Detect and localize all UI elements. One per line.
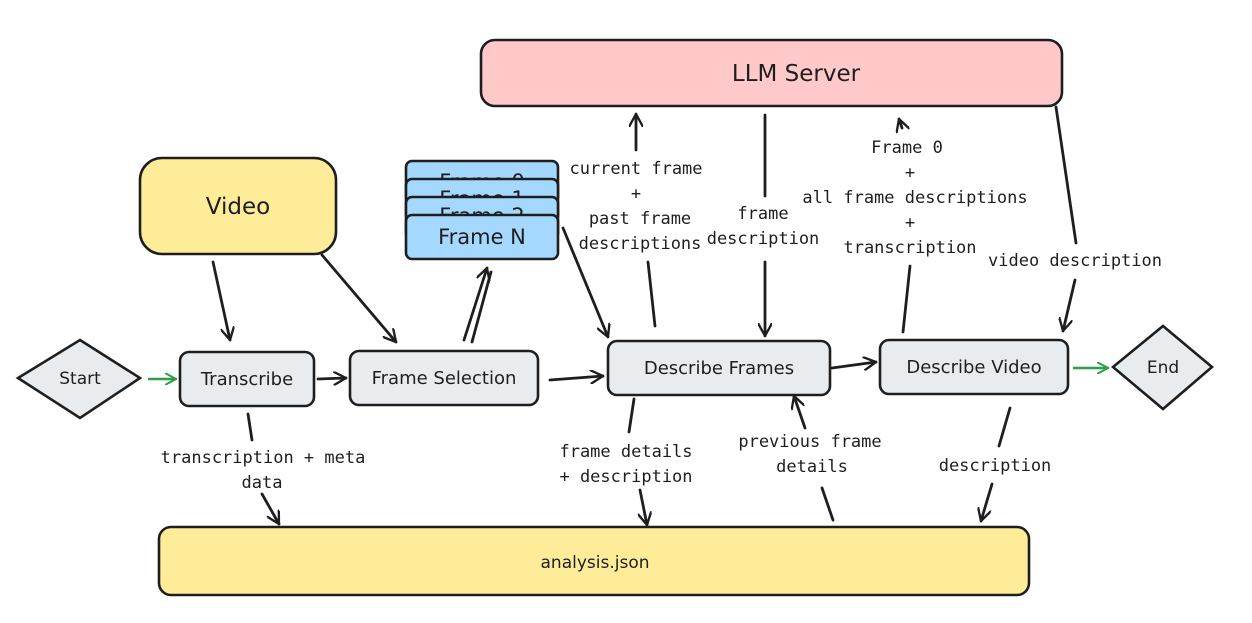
frame-n-card (404, 213, 560, 261)
edge-label-frames-to-analysis: frame details + description (559, 442, 692, 487)
start-node: Start (15, 338, 143, 420)
arrow-frames-to-describe-frames (561, 226, 608, 339)
describe-video-label: Describe Video (906, 357, 1041, 378)
arrow-llm-to-describe-video-lower (1063, 278, 1077, 333)
edge-label-line: + description (559, 467, 692, 487)
frame-stack: Frame 0 Frame 1 Frame 2 Frame N (404, 159, 560, 261)
end-label: End (1147, 358, 1179, 378)
transcribe-label: Transcribe (200, 369, 293, 390)
arrow-video-to-transcribe (211, 260, 230, 342)
frame-selection-label: Frame Selection (372, 368, 517, 389)
arrow-frame-selection-to-frames-second-line (470, 270, 493, 344)
video-label: Video (206, 194, 270, 220)
edge-label-line: previous frame (738, 432, 881, 452)
start-label: Start (59, 369, 101, 389)
analysis-json-node: analysis.json (157, 525, 1031, 597)
edge-label-line: past frame (589, 209, 691, 229)
arrow-transcribe-to-analysis-upper (246, 412, 254, 442)
frame-n-label: Frame N (438, 225, 526, 249)
analysis-json-label: analysis.json (541, 553, 650, 573)
arrow-transcribe-to-analysis-lower (260, 492, 281, 526)
edge-label-line: description (707, 229, 820, 249)
arrow-describe-frames-to-describe-video (830, 362, 878, 368)
arrow-describe-frames-to-analysis-lower (640, 488, 647, 527)
edge-label-line: current frame (569, 159, 702, 179)
transcribe-node: Transcribe (178, 350, 316, 408)
edge-label-video-to-analysis: description (939, 456, 1052, 476)
arrow-describe-video-to-llm-lower (901, 264, 912, 334)
arrow-describe-video-to-analysis-upper (997, 406, 1012, 448)
arrow-frame-selection-to-describe-frames (548, 376, 605, 380)
video-node: Video (138, 156, 338, 256)
edge-label-to-llm-frames: current frame + past frame descriptions (569, 159, 702, 254)
edge-label-line: + (905, 163, 915, 183)
edge-label-from-llm-frames: frame description (707, 204, 820, 249)
arrow-llm-to-describe-video-upper (1054, 105, 1078, 245)
edge-label-line: Frame 0 (871, 138, 943, 158)
edge-label-line: frame details (559, 442, 692, 462)
edge-label-line: description (939, 456, 1052, 476)
describe-video-node: Describe Video (878, 338, 1070, 396)
describe-frames-label: Describe Frames (644, 358, 794, 379)
arrow-analysis-to-describe-frames-upper (794, 394, 807, 430)
arrow-transcribe-to-frame-selection (316, 378, 348, 379)
edge-label-from-llm-video: video description (988, 251, 1162, 271)
arrow-frame-selection-to-frames (462, 266, 487, 342)
edge-label-line: details (776, 457, 848, 477)
edge-label-line: transcription + meta (161, 448, 366, 468)
llm-server-label: LLM Server (732, 61, 861, 87)
arrow-describe-video-to-analysis-lower (981, 482, 994, 523)
edge-label-line: data (242, 473, 283, 493)
edge-label-line: frame (737, 204, 788, 224)
edges (147, 105, 1110, 527)
edge-label-transcribe-to-analysis: transcription + meta data (161, 448, 366, 493)
edge-label-line: + (631, 184, 641, 204)
edge-label-line: transcription (843, 238, 976, 258)
arrow-describe-frames-to-analysis-upper (627, 397, 636, 434)
edge-label-line: video description (988, 251, 1162, 271)
llm-server-node: LLM Server (479, 38, 1064, 108)
edge-label-line: + (905, 213, 915, 233)
edge-label-line: descriptions (579, 234, 702, 254)
end-node: End (1110, 324, 1215, 411)
arrow-video-to-frame-selection (320, 253, 398, 344)
arrow-describe-video-to-llm-upper (899, 117, 902, 128)
arrow-analysis-to-describe-frames-lower (820, 486, 835, 522)
edge-label-line: all frame descriptions (802, 188, 1027, 208)
edge-label-analysis-to-frames: previous frame details (738, 432, 881, 477)
frame-selection-node: Frame Selection (348, 349, 540, 407)
edge-label-to-llm-video: Frame 0 + all frame descriptions + trans… (802, 138, 1027, 258)
arrow-describe-frames-to-llm-lower (646, 260, 657, 328)
describe-frames-node: Describe Frames (606, 339, 832, 397)
